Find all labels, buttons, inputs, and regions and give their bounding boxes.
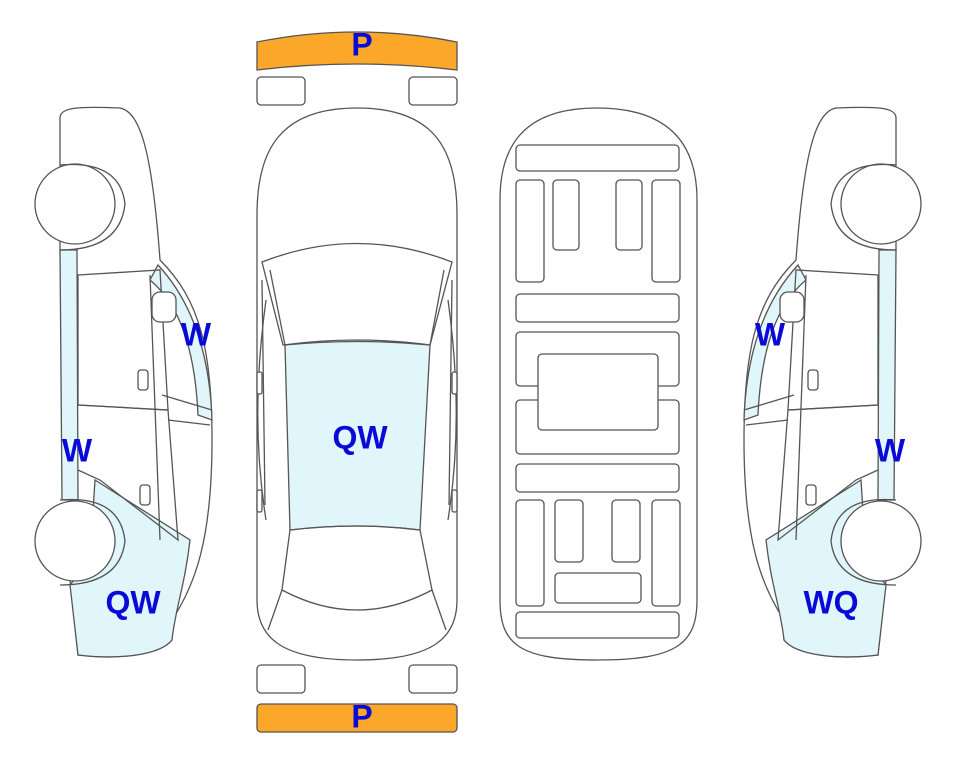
label-roof: QW <box>332 419 388 455</box>
underbody-view <box>499 107 698 661</box>
left-wheel-arch-rear <box>59 498 126 586</box>
underbody-panel-5 <box>651 179 681 283</box>
label-left-upper: W <box>181 316 212 352</box>
label-rear-bumper: P <box>351 698 372 734</box>
damage-labels: P P QW W W QW W W WQ <box>62 26 906 734</box>
label-right-middle: W <box>875 432 906 468</box>
underbody-panel-1 <box>515 144 680 172</box>
right-rear-handle <box>451 489 458 513</box>
rear-left-tire <box>256 664 306 694</box>
left-rear-wheel <box>34 500 116 582</box>
rear-right-tire <box>408 664 458 694</box>
right-door-seam <box>743 274 807 541</box>
underbody-panel-6 <box>515 293 680 323</box>
front-right-tire <box>408 76 458 106</box>
front-bumper[interactable] <box>256 31 458 71</box>
underbody-panel-13 <box>651 499 681 607</box>
underbody-panel-14 <box>554 572 642 604</box>
underbody-center-panel <box>537 353 659 431</box>
front-left-tire <box>256 76 306 106</box>
left-wheel-arch-front <box>59 163 126 251</box>
underbody-panel-3 <box>552 179 580 251</box>
label-left-middle: W <box>62 432 93 468</box>
underbody-panel-15 <box>515 611 680 639</box>
underbody-panel-4 <box>615 179 643 251</box>
left-pillar <box>261 269 286 506</box>
left-side-view <box>34 106 213 658</box>
underbody-panel-2 <box>515 179 545 283</box>
rear-bumper[interactable] <box>256 703 458 733</box>
windshield <box>261 242 453 346</box>
label-front-bumper: P <box>351 26 372 62</box>
right-pillar <box>429 269 453 506</box>
right-wheel-arch-rear <box>830 498 897 586</box>
label-right-lower: WQ <box>803 584 858 620</box>
right-mirror <box>779 291 805 323</box>
underbody-panel-9 <box>515 463 680 493</box>
right-mirror <box>451 371 458 395</box>
left-rear-handle <box>139 484 151 506</box>
underbody-panel-11 <box>554 499 584 563</box>
left-rear-door <box>77 404 179 542</box>
right-side-view <box>743 106 922 658</box>
rear-deck <box>267 589 447 631</box>
right-wheel-arch-front <box>830 163 897 251</box>
left-front-handle <box>137 369 149 391</box>
left-rear-handle <box>256 489 263 513</box>
right-rear-wheel <box>840 500 922 582</box>
left-mirror <box>151 291 177 323</box>
label-left-lower: QW <box>105 584 161 620</box>
underbody-panel-10 <box>515 499 545 607</box>
left-front-wheel <box>34 163 116 245</box>
left-door-seam <box>149 274 213 541</box>
label-right-upper: W <box>755 316 786 352</box>
right-front-handle <box>807 369 819 391</box>
underbody-panel-12 <box>611 499 641 563</box>
right-front-wheel <box>840 163 922 245</box>
top-view <box>256 31 458 733</box>
right-rear-handle <box>805 484 817 506</box>
right-rear-door <box>777 404 879 542</box>
left-mirror <box>256 371 263 395</box>
